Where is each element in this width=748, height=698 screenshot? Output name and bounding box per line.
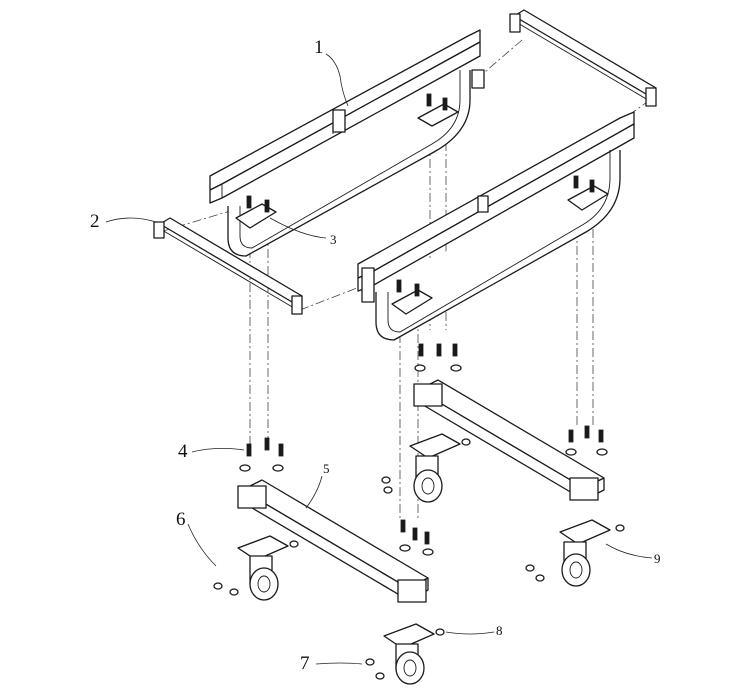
callout-1: 1 bbox=[314, 37, 324, 58]
callout-2: 2 bbox=[90, 211, 100, 232]
callout-7: 7 bbox=[300, 653, 310, 674]
caster-rear-left bbox=[213, 535, 299, 601]
base-bar-front bbox=[413, 379, 605, 501]
base-bolts bbox=[239, 343, 608, 556]
leader-lines bbox=[105, 53, 653, 665]
callout-5: 5 bbox=[323, 461, 330, 476]
callout-3: 3 bbox=[330, 232, 337, 247]
callout-8: 8 bbox=[496, 623, 503, 638]
upper-fasteners bbox=[246, 93, 595, 297]
cross-tube-right bbox=[509, 9, 657, 107]
callout-4: 4 bbox=[178, 441, 188, 462]
base-bar-rear bbox=[237, 479, 429, 603]
front-frame bbox=[357, 111, 635, 341]
cross-tube-left bbox=[153, 217, 303, 315]
callout-6: 6 bbox=[176, 509, 186, 530]
rear-frame bbox=[209, 29, 485, 257]
caster-rear-right bbox=[365, 623, 445, 685]
callout-9: 9 bbox=[654, 551, 661, 566]
caster-front-left bbox=[381, 433, 471, 503]
caster-front-right bbox=[525, 519, 625, 587]
